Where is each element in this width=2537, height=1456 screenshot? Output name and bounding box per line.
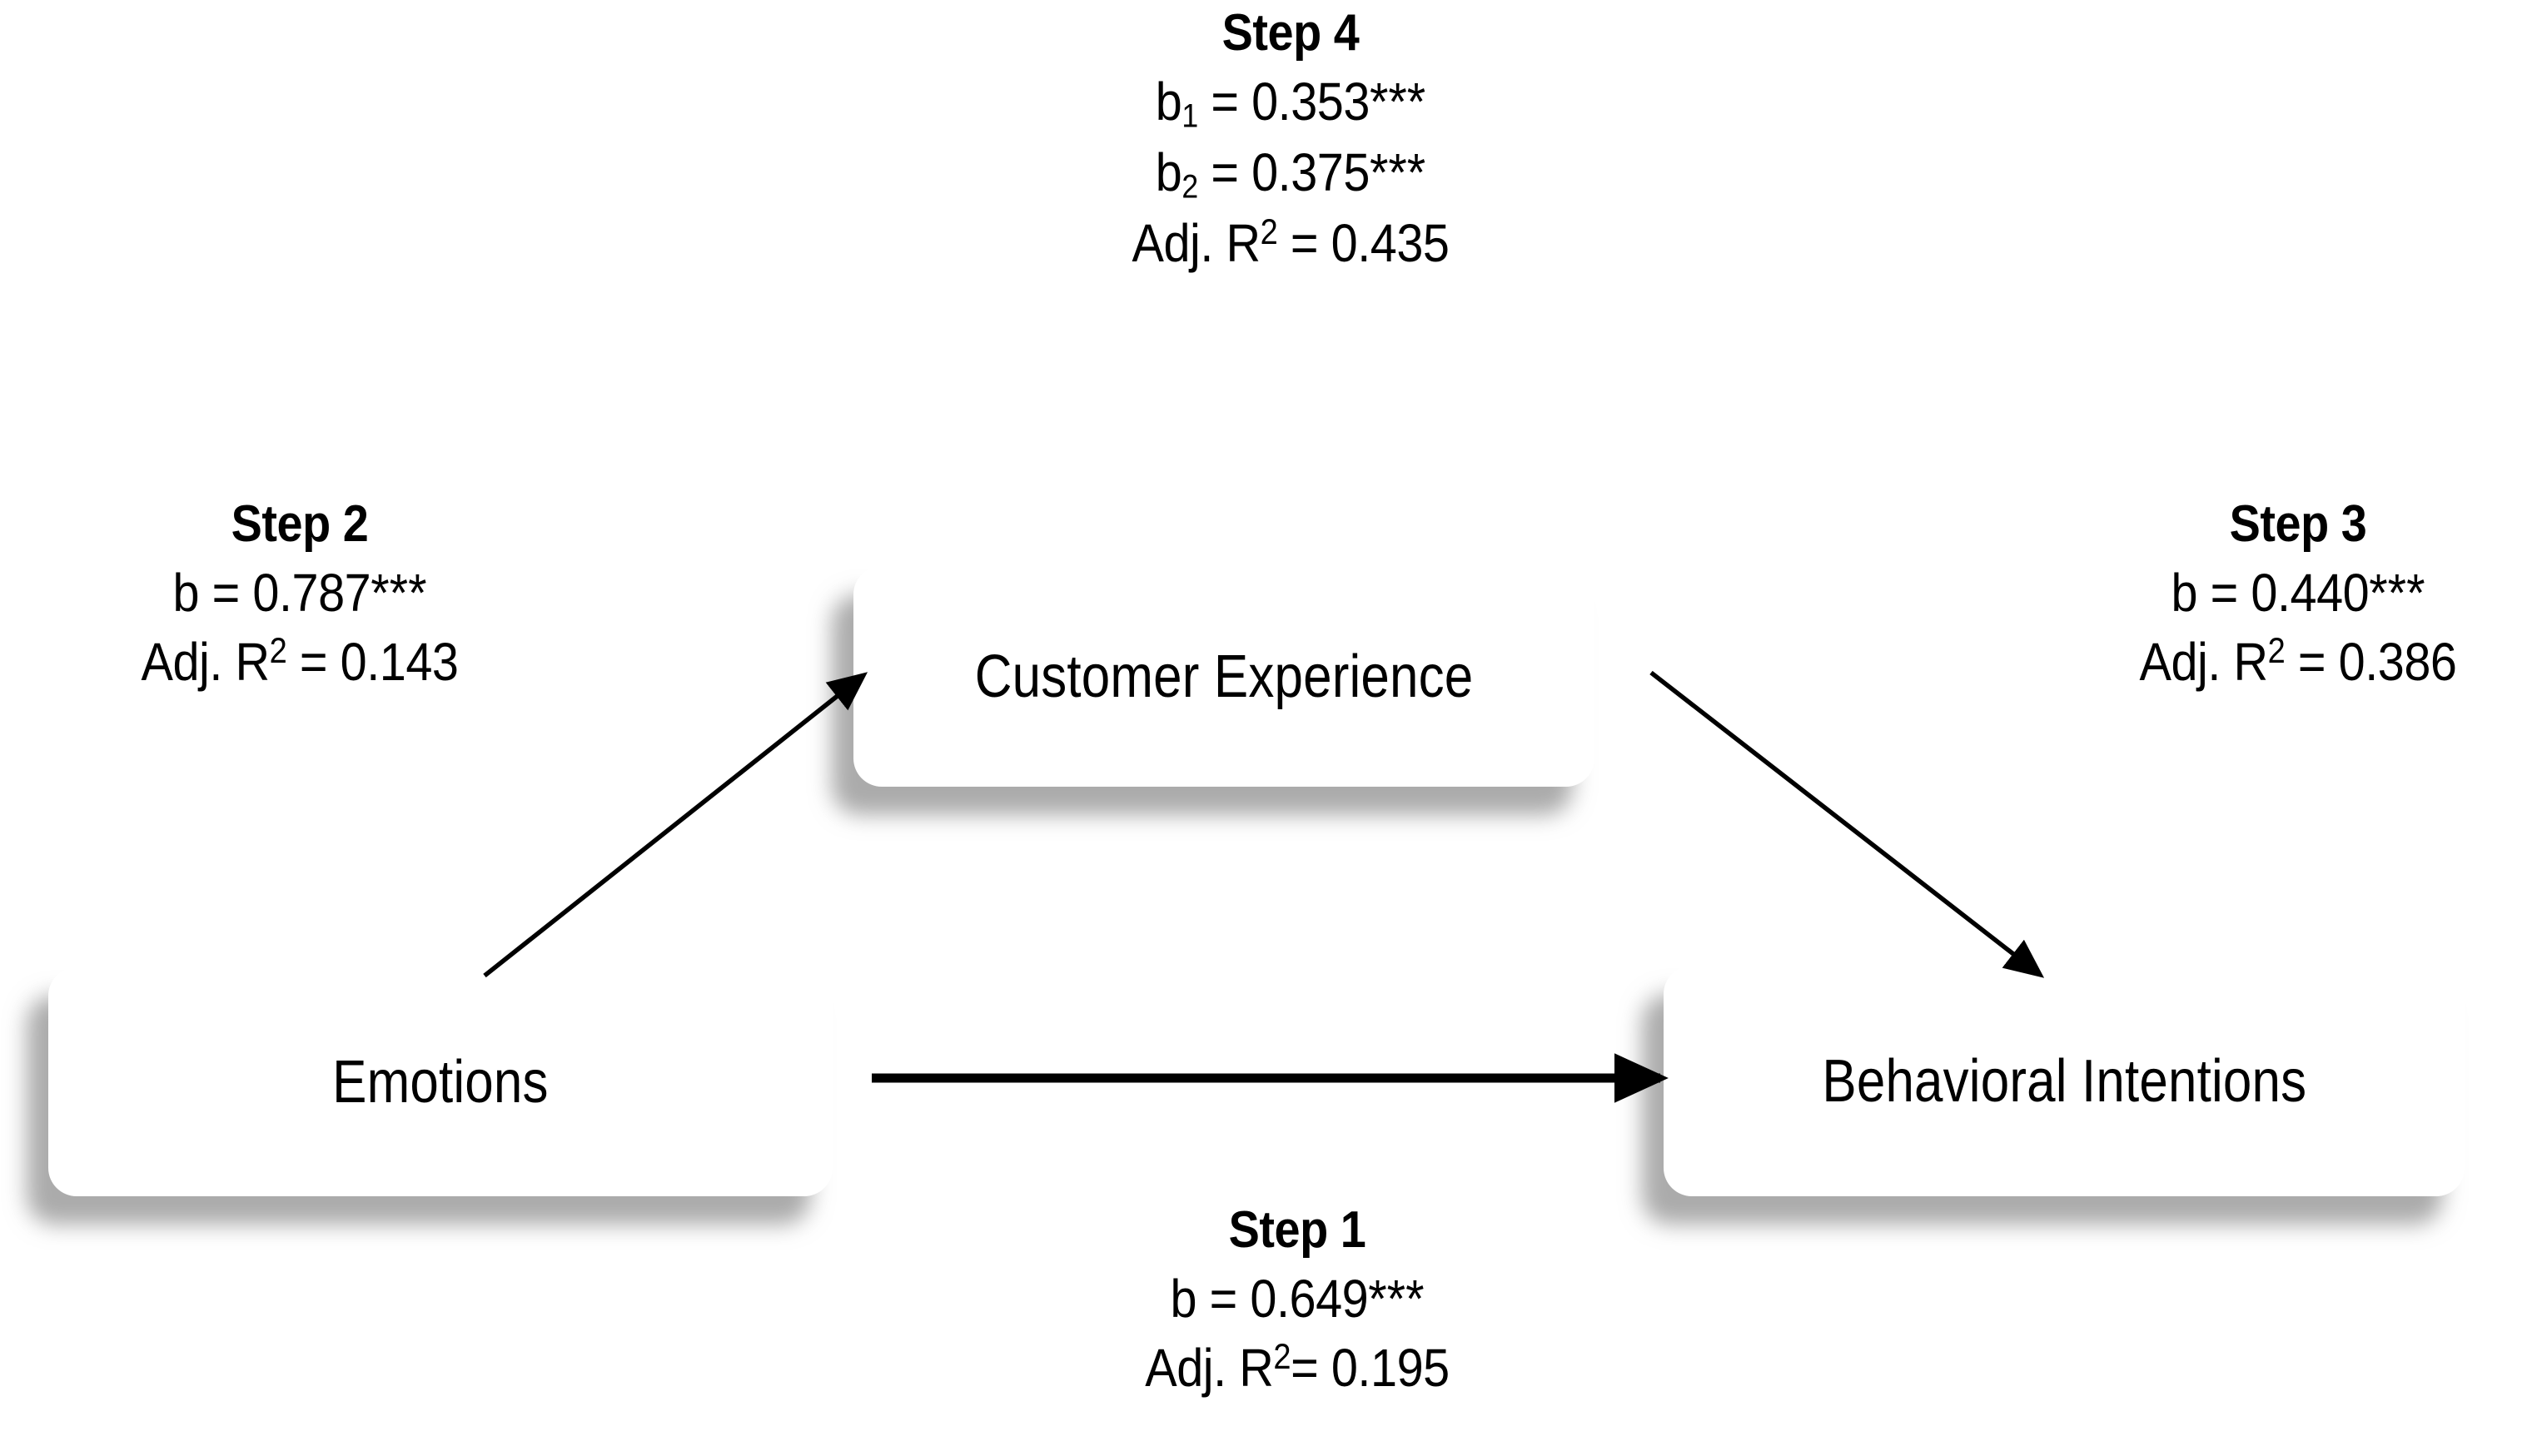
step-3-title: Step 3 (2229, 495, 2367, 553)
step-3-r-exponent: 2 (2267, 630, 2286, 670)
step-2-b-symbol: b (172, 562, 200, 623)
step-4-annotation: Step 4 b1 = 0.353*** b2 = 0.375*** Adj. … (1032, 0, 1549, 278)
step-4-b2-significance: *** (1369, 142, 1426, 202)
node-customer-experience[interactable]: Customer Experience (853, 566, 1594, 787)
step-4-coefficient-b1: b1 = 0.353*** (1058, 67, 1523, 138)
step-1-b-symbol: b (1170, 1268, 1197, 1329)
step-4-r-exponent: 2 (1260, 212, 1278, 252)
step-2-coefficient-b: b = 0.787*** (52, 559, 547, 628)
step-2-r-value: = 0.143 (286, 631, 459, 692)
step-2-title: Step 2 (231, 495, 369, 553)
step-1-annotation: Step 1 b = 0.649*** Adj. R2= 0.195 (1056, 1197, 1539, 1403)
step-4-b1-subscript: 1 (1181, 97, 1198, 135)
step-1-r-symbol: Adj. R (1145, 1337, 1274, 1398)
step-4-adjusted-r-squared: Adj. R2 = 0.435 (1058, 209, 1523, 278)
step-3-r-symbol: Adj. R (2139, 631, 2268, 692)
step-4-b1-significance: *** (1369, 71, 1426, 132)
step-4-coefficient-b2: b2 = 0.375*** (1058, 138, 1523, 209)
step-1-adjusted-r-squared: Adj. R2= 0.195 (1080, 1334, 1515, 1403)
step-2-r-exponent: 2 (269, 630, 287, 670)
step-2-b-value: = 0.787 (199, 562, 371, 623)
step-3-annotation: Step 3 b = 0.440*** Adj. R2 = 0.386 (2065, 491, 2531, 697)
step-3-adjusted-r-squared: Adj. R2 = 0.386 (2088, 628, 2508, 697)
arrow-customer-experience-to-behavioral-intentions (1649, 670, 2045, 978)
node-emotions-label: Emotions (332, 1048, 549, 1116)
step-3-b-value: = 0.440 (2197, 562, 2370, 623)
step-1-coefficient-b: b = 0.649*** (1080, 1265, 1515, 1334)
step-2-b-significance: *** (371, 562, 427, 623)
step-3-r-value: = 0.386 (2285, 631, 2457, 692)
step-3-b-symbol: b (2171, 562, 2198, 623)
node-emotions[interactable]: Emotions (48, 967, 833, 1196)
node-behavioral-intentions-label: Behavioral Intentions (1822, 1047, 2306, 1115)
step-1-b-value: = 0.649 (1196, 1268, 1369, 1329)
step-1-b-significance: *** (1368, 1268, 1425, 1329)
step-4-title: Step 4 (1221, 4, 1360, 62)
step-4-b2-symbol: b (1155, 142, 1182, 202)
node-behavioral-intentions[interactable]: Behavioral Intentions (1664, 966, 2465, 1196)
step-1-r-exponent: 2 (1273, 1336, 1291, 1376)
step-4-b2-value: = 0.375 (1197, 142, 1370, 202)
step-4-r-value: = 0.435 (1277, 213, 1450, 274)
step-4-b2-subscript: 2 (1181, 168, 1198, 206)
step-4-b1-value: = 0.353 (1197, 71, 1370, 132)
step-2-r-symbol: Adj. R (141, 631, 270, 692)
step-4-b1-symbol: b (1155, 71, 1182, 132)
step-4-r-symbol: Adj. R (1132, 213, 1261, 274)
step-2-adjusted-r-squared: Adj. R2 = 0.143 (52, 628, 547, 697)
arrow-emotions-to-customer-experience (483, 672, 868, 978)
node-customer-experience-label: Customer Experience (974, 643, 1474, 710)
step-3-b-significance: *** (2369, 562, 2425, 623)
step-1-title: Step 1 (1228, 1201, 1366, 1259)
step-2-annotation: Step 2 b = 0.787*** Adj. R2 = 0.143 (25, 491, 575, 697)
step-1-r-value: = 0.195 (1291, 1337, 1450, 1398)
step-3-coefficient-b: b = 0.440*** (2088, 559, 2508, 628)
